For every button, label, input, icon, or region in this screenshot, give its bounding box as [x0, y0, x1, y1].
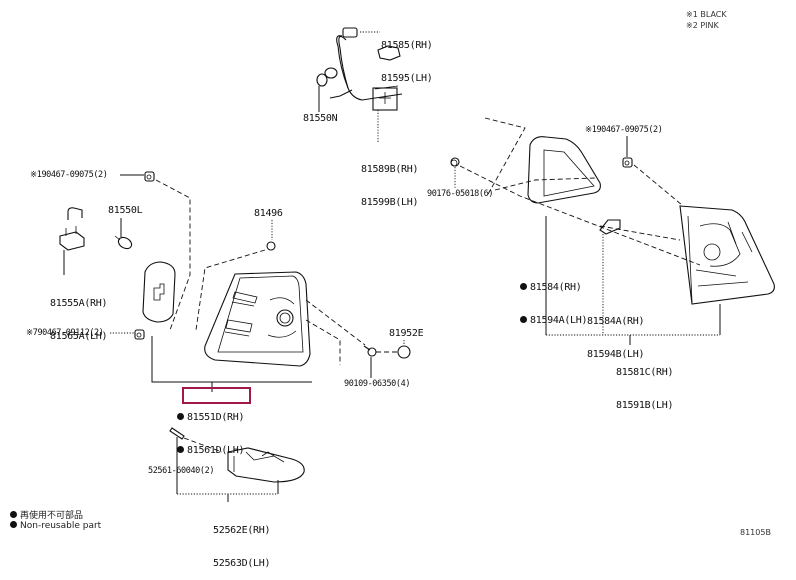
note-black: ※1 BLACK: [686, 10, 727, 19]
part-number-rh[interactable]: 81555A(RH): [50, 298, 108, 309]
note-pink: ※2 PINK: [686, 21, 719, 30]
part-number-lh[interactable]: 81565A(LH): [50, 331, 108, 342]
part-label-81496[interactable]: 81496: [254, 208, 283, 219]
part-label-clip-right[interactable]: ※190467-09075(2): [585, 125, 663, 135]
assembly-line-lamp-2: [305, 319, 341, 365]
legend-text: Non-reusable part: [20, 521, 102, 531]
part-number-lh[interactable]: 81591B(LH): [616, 400, 674, 411]
assembly-line-screw-90176: [459, 165, 701, 266]
legend-text: 再使用不可部品: [20, 511, 84, 521]
gasket-right-drawing[interactable]: [527, 136, 601, 204]
part-number-rh[interactable]: 81584A(RH): [587, 316, 645, 327]
part-label-bulb-l[interactable]: 81550L: [108, 205, 143, 216]
assembly-line-clip-right: [633, 164, 683, 206]
socket-wire-harness-drawing[interactable]: [316, 27, 403, 101]
screw-90176-drawing[interactable]: [450, 157, 460, 167]
part-number-lh[interactable]: 52563D(LH): [213, 558, 271, 569]
part-label-bulb-n[interactable]: 81550N: [303, 113, 338, 124]
part-label-pad[interactable]: 81584A(RH) 81594B(LH): [587, 294, 645, 371]
part-label-bracket[interactable]: 52562E(RH) 52563D(LH): [213, 503, 271, 580]
assembly-line-gasket-mid: [494, 177, 596, 191]
cover-81952e-drawing[interactable]: [397, 345, 411, 359]
gasket-left-drawing[interactable]: [142, 261, 176, 323]
part-label-gasket[interactable]: 81584(RH) 81594A(LH): [520, 260, 588, 337]
assembly-line-clip: [155, 179, 191, 331]
reflector-plate-drawing[interactable]: [372, 85, 399, 111]
pad-drawing[interactable]: [599, 219, 621, 235]
socket-left-drawing[interactable]: [59, 207, 85, 251]
tail-lamp-assembly-drawing[interactable]: [204, 271, 311, 367]
bulb-l-drawing[interactable]: [114, 235, 134, 251]
assembly-line-gasket-top: [484, 117, 526, 197]
part-label-clip-bottom-left[interactable]: ※790467-09112(2): [26, 328, 104, 338]
selected-part-highlight: [182, 387, 251, 404]
part-label-screw-90176[interactable]: 90176-05018(6): [427, 189, 494, 199]
non-reusable-dot-icon: [520, 316, 527, 323]
part-label-socket-wire[interactable]: 81585(RH) 81595(LH): [381, 18, 433, 95]
bracket-drawing[interactable]: [227, 447, 305, 483]
part-label-cover-81952e[interactable]: 81952E: [389, 328, 424, 339]
parts-diagram-drawing: [59, 27, 775, 502]
part-number-rh[interactable]: 52562E(RH): [213, 525, 271, 536]
diagram-code: 81105B: [740, 528, 771, 537]
part-number-rh[interactable]: 81581C(RH): [616, 367, 674, 378]
non-reusable-dot-icon: [10, 511, 17, 518]
part-label-reflector-plate[interactable]: 81589B(RH) 81599B(LH): [361, 142, 419, 219]
part-number-rh[interactable]: 81585(RH): [381, 40, 433, 51]
part-number-rh[interactable]: 81589B(RH): [361, 164, 419, 175]
part-label-right-lamp[interactable]: 81581C(RH) 81591B(LH): [616, 345, 674, 422]
part-number-rh[interactable]: 81551D(RH): [187, 412, 245, 423]
assembly-line-81496: [195, 249, 266, 331]
clip-81496-drawing[interactable]: [266, 241, 276, 251]
non-reusable-dot-icon: [10, 521, 17, 528]
part-label-screw-90109[interactable]: 90109-06350(4): [344, 379, 411, 389]
assembly-line-lamp: [305, 299, 366, 346]
part-label-bolt-52561[interactable]: 52561-60040(2): [148, 466, 215, 476]
part-number-lh[interactable]: 81594B(LH): [587, 349, 645, 360]
leader-lamp-bracket: [151, 336, 312, 383]
part-number-lh[interactable]: 81599B(LH): [361, 197, 419, 208]
non-reusable-dot-icon: [520, 283, 527, 290]
clip-right-drawing[interactable]: [622, 157, 633, 168]
legend-item-japanese: 再使用不可部品: [10, 508, 83, 521]
non-reusable-dot-icon: [177, 413, 184, 420]
part-number-lh[interactable]: 81595(LH): [381, 73, 433, 84]
assembly-line-pad: [599, 225, 681, 241]
part-label-socket-left[interactable]: 81555A(RH) 81565A(LH): [50, 276, 108, 353]
part-number-rh[interactable]: 81584(RH): [530, 282, 582, 293]
part-label-lamp-assy[interactable]: 81551D(RH) 81561D(LH): [177, 390, 245, 467]
non-reusable-dot-icon: [177, 446, 184, 453]
clip-bottom-left-drawing[interactable]: [134, 329, 145, 340]
assembly-line-bolt: [183, 437, 223, 453]
part-number-lh[interactable]: 81561D(LH): [187, 445, 245, 456]
right-tail-lamp-drawing[interactable]: [679, 205, 775, 305]
bolt-52561-drawing[interactable]: [169, 427, 185, 440]
legend-item-english: Non-reusable part: [10, 521, 101, 531]
screw-90109-drawing[interactable]: [363, 345, 377, 357]
clip-top-left-drawing[interactable]: [144, 171, 155, 182]
part-label-clip-top-left[interactable]: ※190467-09075(2): [30, 170, 108, 180]
part-number-lh[interactable]: 81594A(LH): [530, 315, 588, 326]
